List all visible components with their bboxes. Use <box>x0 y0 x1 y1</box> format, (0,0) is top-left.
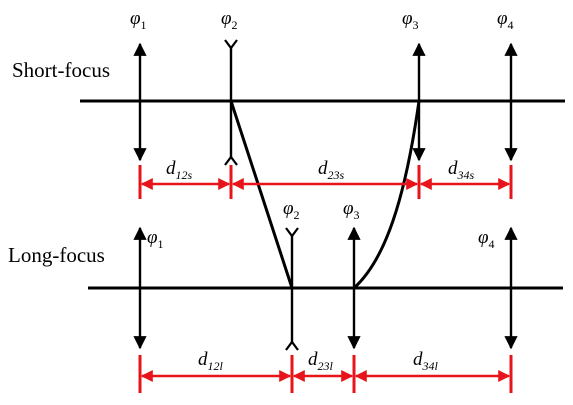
long-lens-2-negative <box>285 227 299 351</box>
lens-2-trajectory <box>229 100 294 289</box>
long-phi-4-label: φ4 <box>478 227 495 251</box>
long-dimension-lines <box>138 355 513 393</box>
short-phi-3-label: φ3 <box>402 8 419 32</box>
short-phi-2-label: φ2 <box>221 8 238 32</box>
short-d23-label: d23s <box>318 158 345 182</box>
short-d34-label: d34s <box>448 158 475 182</box>
lens-3-trajectory <box>352 100 421 290</box>
long-phi-1-label: φ1 <box>147 227 164 251</box>
long-d34-label: d34l <box>413 349 439 373</box>
long-phi-2-label: φ2 <box>283 198 300 222</box>
short-dimension-lines <box>138 165 513 199</box>
long-d12-label: d12l <box>198 349 224 373</box>
short-phi-1-label: φ1 <box>130 8 147 32</box>
long-phi-3-label: φ3 <box>343 198 360 222</box>
long-focus-label: Long-focus <box>8 243 105 267</box>
short-d12-label: d12s <box>166 158 193 182</box>
short-phi-4-label: φ4 <box>497 8 514 32</box>
short-focus-label: Short-focus <box>12 58 110 82</box>
long-d23-label: d23l <box>308 349 334 373</box>
